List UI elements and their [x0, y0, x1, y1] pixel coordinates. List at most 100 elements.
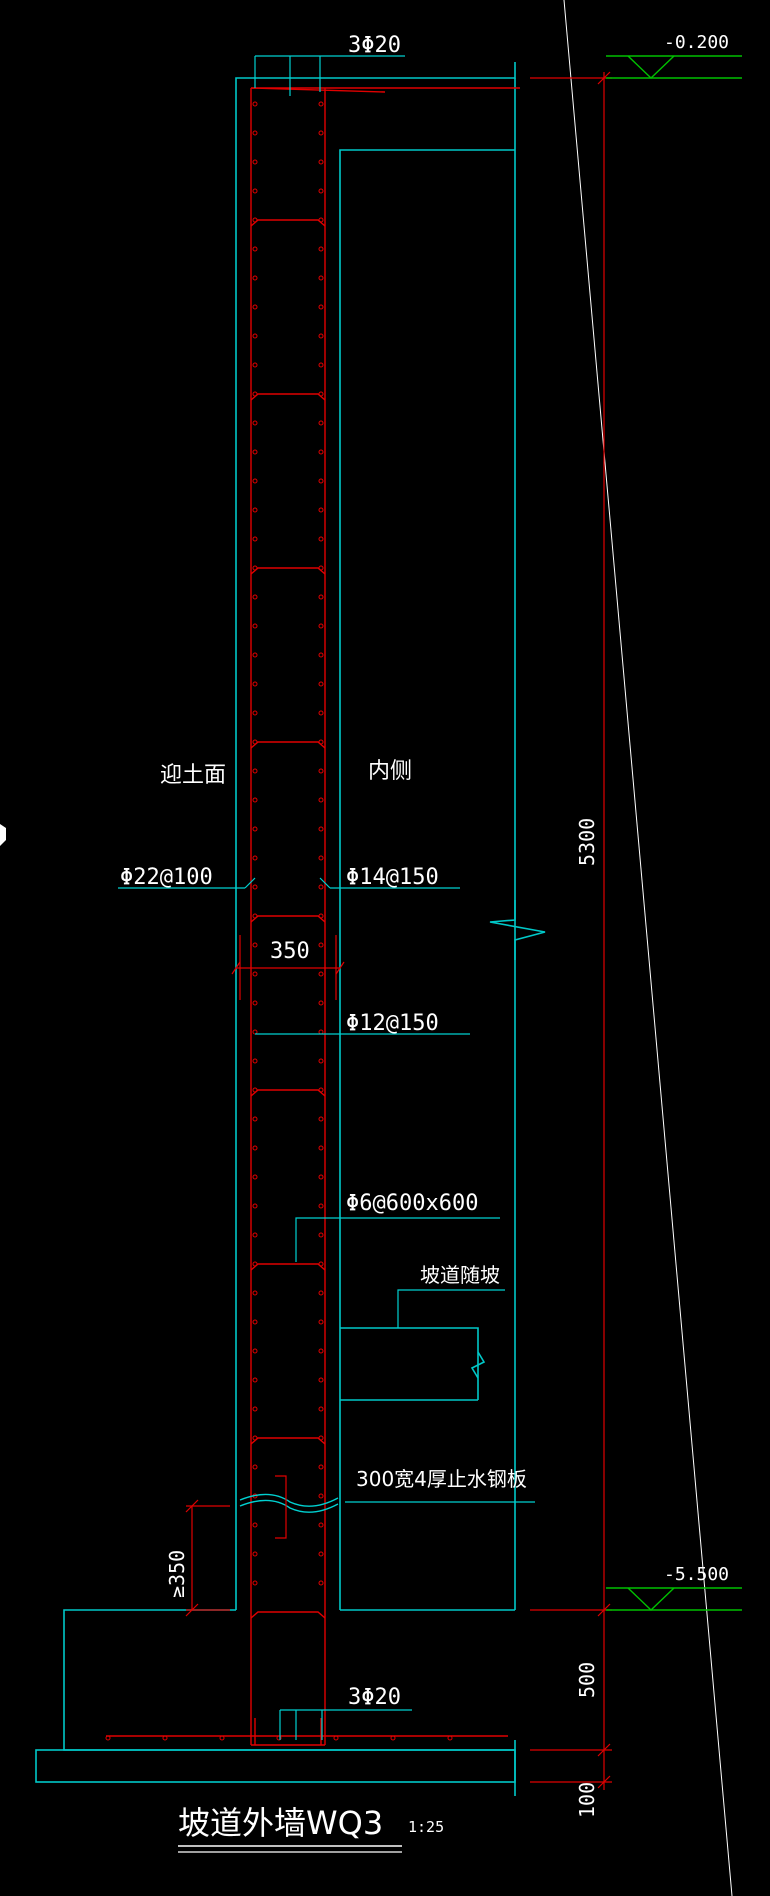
rebar-dot: [252, 1116, 258, 1122]
waterstop-label: 300宽4厚止水钢板: [356, 1467, 527, 1491]
rebar-dot: [318, 536, 324, 542]
rebar-tie: [250, 741, 326, 749]
rebar-dot: [318, 913, 324, 919]
rebar-tie: [250, 1437, 326, 1445]
rebar-dot: [318, 1145, 324, 1151]
rebar-dot: [318, 304, 324, 310]
rebar-dot: [318, 565, 324, 571]
top-rebar-label: 3Φ20: [348, 33, 401, 58]
bottom-level-label: -5.500: [664, 1564, 729, 1585]
rebar-dot: [252, 1203, 258, 1209]
concrete-outline: [35, 62, 546, 1796]
rebar-dot: [318, 768, 324, 774]
rebar-dot: [318, 391, 324, 397]
rebar-tie: [250, 393, 326, 401]
rebar-dot: [318, 217, 324, 223]
rebar-dot: [252, 1232, 258, 1238]
rebar-dot: [318, 681, 324, 687]
rebar-dot: [318, 1174, 324, 1180]
rebar-dot: [252, 478, 258, 484]
rebar-dot: [252, 1348, 258, 1354]
rebar-dot: [252, 1551, 258, 1557]
rebar-dot: [318, 101, 324, 107]
rebar-dot: [318, 594, 324, 600]
rebar-dot: [252, 1261, 258, 1267]
inner-side-label: 内侧: [368, 759, 412, 784]
rebar-dot: [318, 739, 324, 745]
wall-thickness-dimension: [231, 935, 345, 1000]
rebar-dot: [252, 1290, 258, 1296]
rebar-dot: [318, 884, 324, 890]
rebar-dot: [318, 942, 324, 948]
rebar-dot: [252, 623, 258, 629]
rebar-dot: [252, 507, 258, 513]
rebar-dot: [318, 478, 324, 484]
rebar-dot: [252, 971, 258, 977]
rebar-dot: [318, 1319, 324, 1325]
inner-vertical-rebar-label: Φ14@150: [346, 865, 439, 890]
rebar-dot: [318, 710, 324, 716]
rebar-dot: [318, 623, 324, 629]
rebar-tie: [250, 1263, 326, 1271]
rebar-dot: [252, 1087, 258, 1093]
rebar-dot: [318, 1522, 324, 1528]
rebar-dot: [447, 1735, 453, 1741]
rebar-dot: [252, 1406, 258, 1412]
rebar-dot: [252, 768, 258, 774]
rebar-dot: [252, 333, 258, 339]
rebar-dot: [252, 1580, 258, 1586]
rebar-dot: [318, 1551, 324, 1557]
rebar-tie: [250, 567, 326, 575]
drawing-scale: 1:25: [408, 1818, 444, 1836]
soil-side-label: 迎土面: [160, 763, 226, 788]
rebar-tie: [250, 1089, 326, 1097]
bottom-rebar-label: 3Φ20: [348, 1685, 401, 1710]
diagonal-reference-line: [563, 0, 733, 1896]
rebar-dot: [252, 565, 258, 571]
rebar-dot: [252, 681, 258, 687]
tie-rebar-label: Φ6@600x600: [346, 1191, 478, 1216]
rebar-dot: [318, 1493, 324, 1499]
rebar-dot: [318, 159, 324, 165]
level-marker-top: [606, 55, 742, 79]
rebar-dot: [276, 1735, 282, 1741]
rebar-dot: [252, 246, 258, 252]
rebar-section-dots: [105, 101, 453, 1741]
rebar-dot: [318, 1377, 324, 1383]
rebar-dot: [105, 1735, 111, 1741]
rebar-dot: [318, 1058, 324, 1064]
rebar-dot: [252, 420, 258, 426]
rebar-dot: [318, 1580, 324, 1586]
rebar-dot: [318, 971, 324, 977]
rebar-dot: [318, 333, 324, 339]
outer-vertical-rebar-label: Φ22@100: [120, 865, 213, 890]
rebar-dot: [252, 1145, 258, 1151]
rebar-cage: [106, 87, 520, 1746]
rebar-dot: [318, 1116, 324, 1122]
rebar-dot: [318, 1464, 324, 1470]
rebar-dot: [252, 797, 258, 803]
rebar-dot: [318, 130, 324, 136]
rebar-dot: [252, 159, 258, 165]
rebar-dot: [252, 449, 258, 455]
rebar-dot: [252, 304, 258, 310]
rebar-dot: [252, 536, 258, 542]
rebar-tie: [250, 219, 326, 227]
rebar-dot: [318, 420, 324, 426]
rebar-dot: [252, 710, 258, 716]
rebar-ties: [250, 219, 326, 1619]
rebar-dot: [252, 1377, 258, 1383]
waterstop-embed-label: ≥350: [165, 1550, 189, 1598]
rebar-dot: [252, 1058, 258, 1064]
rebar-dot: [252, 652, 258, 658]
rebar-dot: [252, 594, 258, 600]
wall-height-dimension-label: 5300: [575, 818, 599, 866]
rebar-dot: [252, 826, 258, 832]
rebar-dot: [252, 1464, 258, 1470]
rebar-dot: [252, 1435, 258, 1441]
rebar-dot: [318, 1348, 324, 1354]
rebar-dot: [252, 1522, 258, 1528]
vertical-dimensions: [530, 71, 612, 1790]
rebar-dot: [252, 188, 258, 194]
